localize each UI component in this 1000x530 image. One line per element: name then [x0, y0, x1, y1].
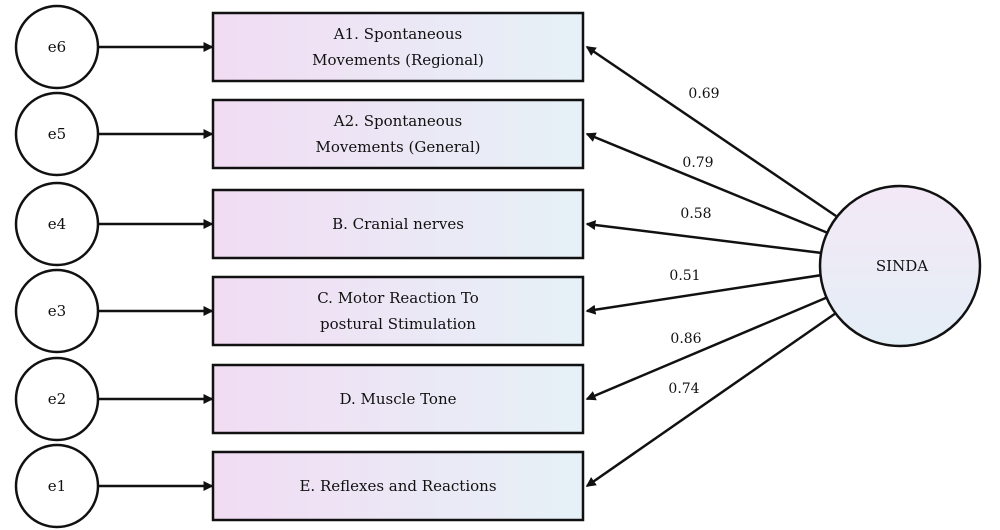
indicator-box: [211, 363, 585, 435]
loading-coefficient: 0.74: [668, 381, 699, 397]
loading-coefficient: 0.79: [682, 155, 713, 171]
loading-coefficient: 0.86: [670, 331, 701, 347]
indicator-label: postural Stimulation: [320, 315, 476, 333]
loading-arrow: [585, 295, 829, 401]
indicator-label: Movements (General): [315, 138, 480, 156]
indicator-box: [211, 98, 585, 170]
error-node: e5: [14, 91, 100, 177]
error-label: e3: [48, 302, 66, 320]
error-label: e2: [48, 390, 66, 408]
loading-coefficient: 0.58: [680, 206, 711, 222]
error-label: e1: [48, 477, 66, 495]
indicator-node: D. Muscle Tone: [211, 363, 585, 435]
loading-arrow: [585, 220, 823, 255]
error-node: e3: [14, 268, 100, 354]
loading-coefficient: 0.51: [669, 268, 700, 284]
loading-arrow: [585, 311, 837, 488]
error-label: e5: [48, 125, 66, 143]
loading-coefficient: 0.69: [688, 86, 719, 102]
indicator-label: C. Motor Reaction To: [317, 289, 479, 307]
error-label: e6: [48, 38, 66, 56]
latent-circle: [818, 184, 982, 348]
indicator-node: C. Motor Reaction To postural Stimulation: [211, 275, 585, 347]
coefficients-layer: 0.69 0.79 0.58 0.51 0.86 0.74: [668, 86, 719, 397]
indicator-box: [211, 450, 585, 522]
indicator-box: [211, 188, 585, 260]
indicator-label: D. Muscle Tone: [340, 390, 457, 408]
error-circle: [14, 91, 100, 177]
error-circle: [14, 268, 100, 354]
loading-arrow: [585, 273, 823, 315]
indicator-label: A2. Spontaneous: [333, 112, 462, 130]
error-circle: [14, 356, 100, 442]
loading-arrow: [585, 45, 837, 218]
error-node: e2: [14, 356, 100, 442]
error-circle: [14, 181, 100, 267]
latent-node: SINDA: [818, 184, 982, 348]
latent-label: SINDA: [876, 257, 928, 275]
error-circle: [14, 4, 100, 90]
indicator-node: E. Reflexes and Reactions: [211, 450, 585, 522]
error-node: e6: [14, 4, 100, 90]
indicator-box: [211, 11, 585, 83]
error-node: e4: [14, 181, 100, 267]
loading-arrow: [585, 132, 829, 235]
indicator-label: E. Reflexes and Reactions: [299, 477, 496, 495]
indicator-label: A1. Spontaneous: [333, 25, 462, 43]
error-node: e1: [14, 443, 100, 529]
indicator-label: Movements (Regional): [312, 51, 484, 69]
error-circle: [14, 443, 100, 529]
edges-layer: [98, 42, 837, 491]
indicator-node: B. Cranial nerves: [211, 188, 585, 260]
error-label: e4: [48, 215, 66, 233]
indicator-box: [211, 275, 585, 347]
indicator-label: B. Cranial nerves: [332, 215, 464, 233]
